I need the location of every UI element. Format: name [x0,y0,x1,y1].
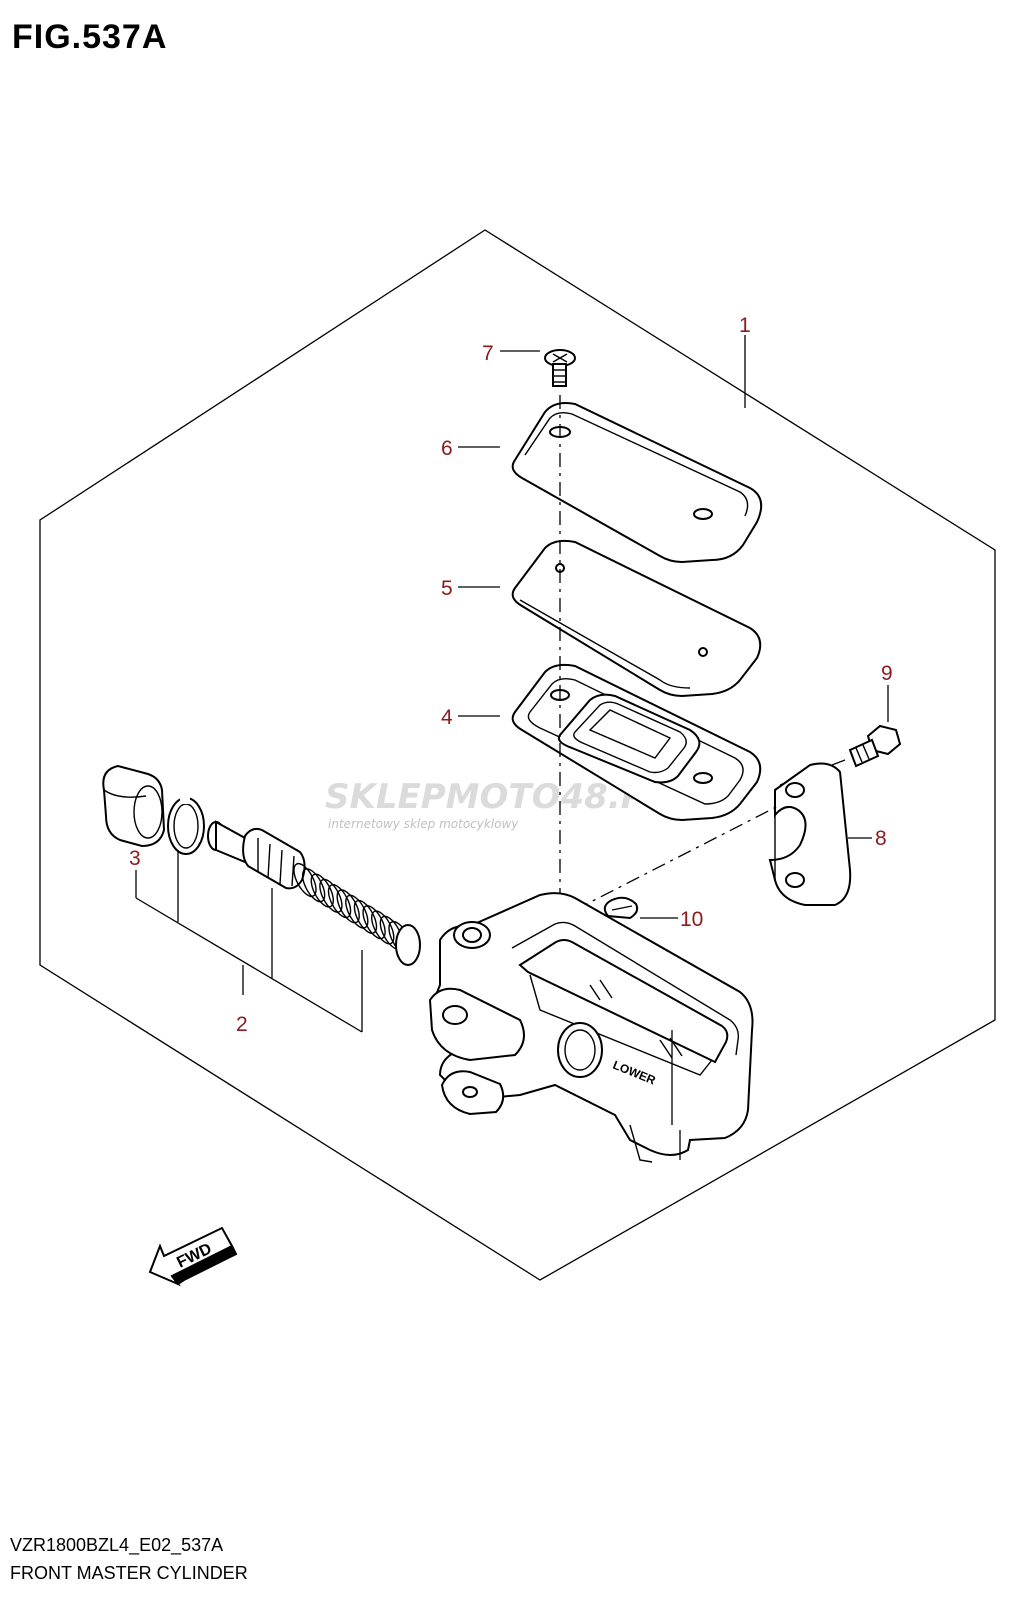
part-diaphragm-plate-5 [511,539,762,698]
part-screw-7 [544,349,576,387]
part-master-cylinder-body: LOWER [428,892,754,1163]
watermark-tagline: internetowy sklep motocyklowy [328,817,519,831]
part-clip-10 [603,896,678,920]
callout-8: 8 [875,827,887,850]
figure-title: FIG.537A [12,18,168,56]
callout-2: 2 [236,1013,248,1036]
callout-1: 1 [739,314,751,337]
clamp-mount-line [574,804,781,911]
callout-9: 9 [881,662,893,685]
part-clamp-8 [768,762,852,906]
callout-10: 10 [680,908,703,931]
model-code: VZR1800BZL4_E02_537A [10,1535,224,1555]
part-spring [293,862,412,956]
spring-coil [353,899,378,934]
part-bolt-9 [779,724,902,786]
callout-6: 6 [441,437,453,460]
part2-bracket-lines [135,850,363,1033]
figure-caption: FRONT MASTER CYLINDER [10,1563,248,1583]
spring-coil [301,868,326,903]
part-circlip [167,796,205,855]
assembly-boundary [39,229,996,1281]
part-diaphragm-4 [511,663,762,822]
part-piston [207,820,306,890]
spring-coil [327,884,352,919]
callouts: 1 2 3 4 5 6 7 8 9 10 [129,314,893,1036]
part-reservoir-cap-6 [511,402,763,564]
callout-7: 7 [482,342,494,365]
spring-coil [345,894,369,929]
part-boot-3 [102,764,166,848]
callout-5: 5 [441,577,453,600]
callout-3: 3 [129,847,141,870]
spring-coil [371,910,395,945]
spring-coil [319,878,343,913]
fwd-arrow-icon: FWD [148,1226,238,1287]
callout-4: 4 [441,706,453,729]
part-spring-end [395,924,421,966]
spring-coil [310,873,334,908]
spring-coil [362,905,386,940]
spring-coil [336,889,360,924]
callout-leaders [458,335,889,839]
